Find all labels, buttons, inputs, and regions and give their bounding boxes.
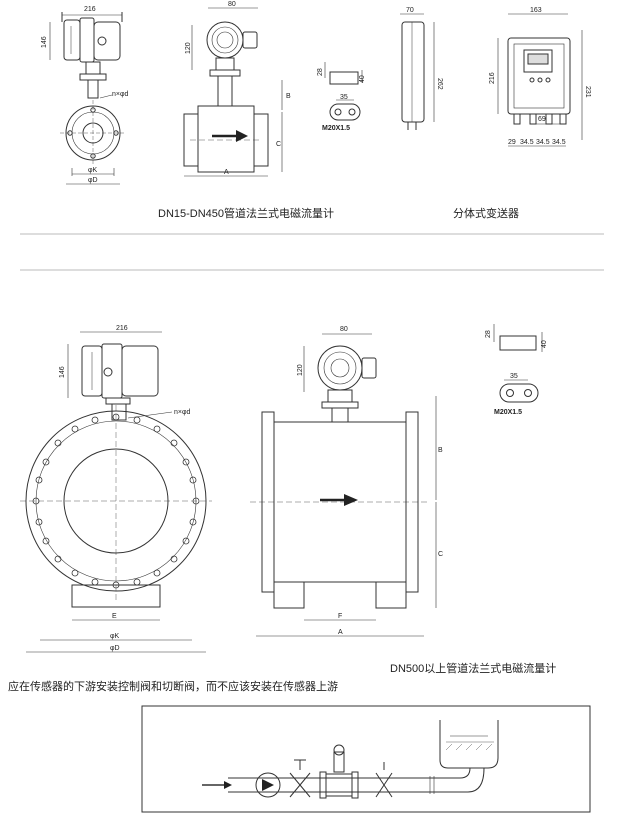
dim-F-bottom: F <box>338 613 342 620</box>
caption-remote-transmitter: 分体式变送器 <box>453 208 519 220</box>
dim-345a-top: 34.5 <box>520 139 534 146</box>
dim-A-top: A <box>224 169 229 176</box>
dim-B-bottom: B <box>438 447 443 454</box>
dim-phiK-bottom: φK <box>110 633 120 640</box>
top-transmitter-front: 163 216 231 69 29 34.5 34.5 34.5 <box>489 7 591 147</box>
bolt-holes <box>32 413 200 589</box>
dim-163-top: 163 <box>530 7 542 14</box>
dim-phiD-top: φD <box>88 177 98 184</box>
dim-69-top: 69 <box>538 116 546 123</box>
dim-216-bottom: 216 <box>116 325 128 332</box>
bottom-side-view: 80 120 F A B C <box>250 326 443 637</box>
dim-35-top: 35 <box>340 94 348 101</box>
dim-C-bottom: C <box>438 551 443 558</box>
dim-C-top: C <box>276 141 281 148</box>
dim-80-top: 80 <box>228 1 236 8</box>
dim-35-bottom: 35 <box>510 373 518 380</box>
dim-120-bottom: 120 <box>297 364 304 376</box>
dim-345c-top: 34.5 <box>552 139 566 146</box>
dim-phiD-bottom: φD <box>110 645 120 652</box>
dim-40-bottom: 40 <box>541 340 548 348</box>
install-note: 应在传感器的下游安装控制阀和切断阀，而不应该安装在传感器上游 <box>8 681 338 693</box>
holes-label-bottom: n×φd <box>174 409 191 416</box>
dim-28-bottom: 28 <box>485 330 492 338</box>
dim-262-top: 262 <box>436 78 443 90</box>
dim-B-top: B <box>286 93 291 100</box>
dim-E-bottom: E <box>112 613 117 620</box>
top-bracket-details: 28 40 35 M20X1.5 <box>317 62 366 132</box>
bottom-bracket-details: 28 40 35 M20X1.5 <box>485 324 548 416</box>
install-diagram <box>141 705 591 813</box>
dim-29-top: 29 <box>508 139 516 146</box>
dim-phiK-top: φK <box>88 167 98 174</box>
dim-216b-top: 216 <box>489 72 496 84</box>
caption-dn15-450: DN15-DN450管道法兰式电磁流量计 <box>158 208 335 220</box>
dim-A-bottom: A <box>338 629 343 636</box>
bottom-front-view: 216 146 n×φd <box>20 325 212 653</box>
model-label-bottom: M20X1.5 <box>494 409 522 416</box>
top-front-view: 216 146 n×φd φK φD <box>41 6 129 185</box>
dim-28-top: 28 <box>317 68 324 76</box>
dim-216-top: 216 <box>84 6 96 13</box>
dim-70-top: 70 <box>406 7 414 14</box>
dim-146-top: 146 <box>41 36 48 48</box>
dim-146-bottom: 146 <box>59 366 66 378</box>
dim-345b-top: 34.5 <box>536 139 550 146</box>
holes-label-top: n×φd <box>112 91 129 98</box>
dim-231-top: 231 <box>584 86 591 98</box>
model-label-top: M20X1.5 <box>322 125 350 132</box>
top-transmitter-side: 70 262 <box>400 7 443 130</box>
dim-120-top: 120 <box>185 42 192 54</box>
dim-40-top: 40 <box>359 75 366 83</box>
caption-dn500: DN500以上管道法兰式电磁流量计 <box>390 663 557 675</box>
top-side-view: 80 120 B C A <box>183 1 291 177</box>
dim-80-bottom: 80 <box>340 326 348 333</box>
